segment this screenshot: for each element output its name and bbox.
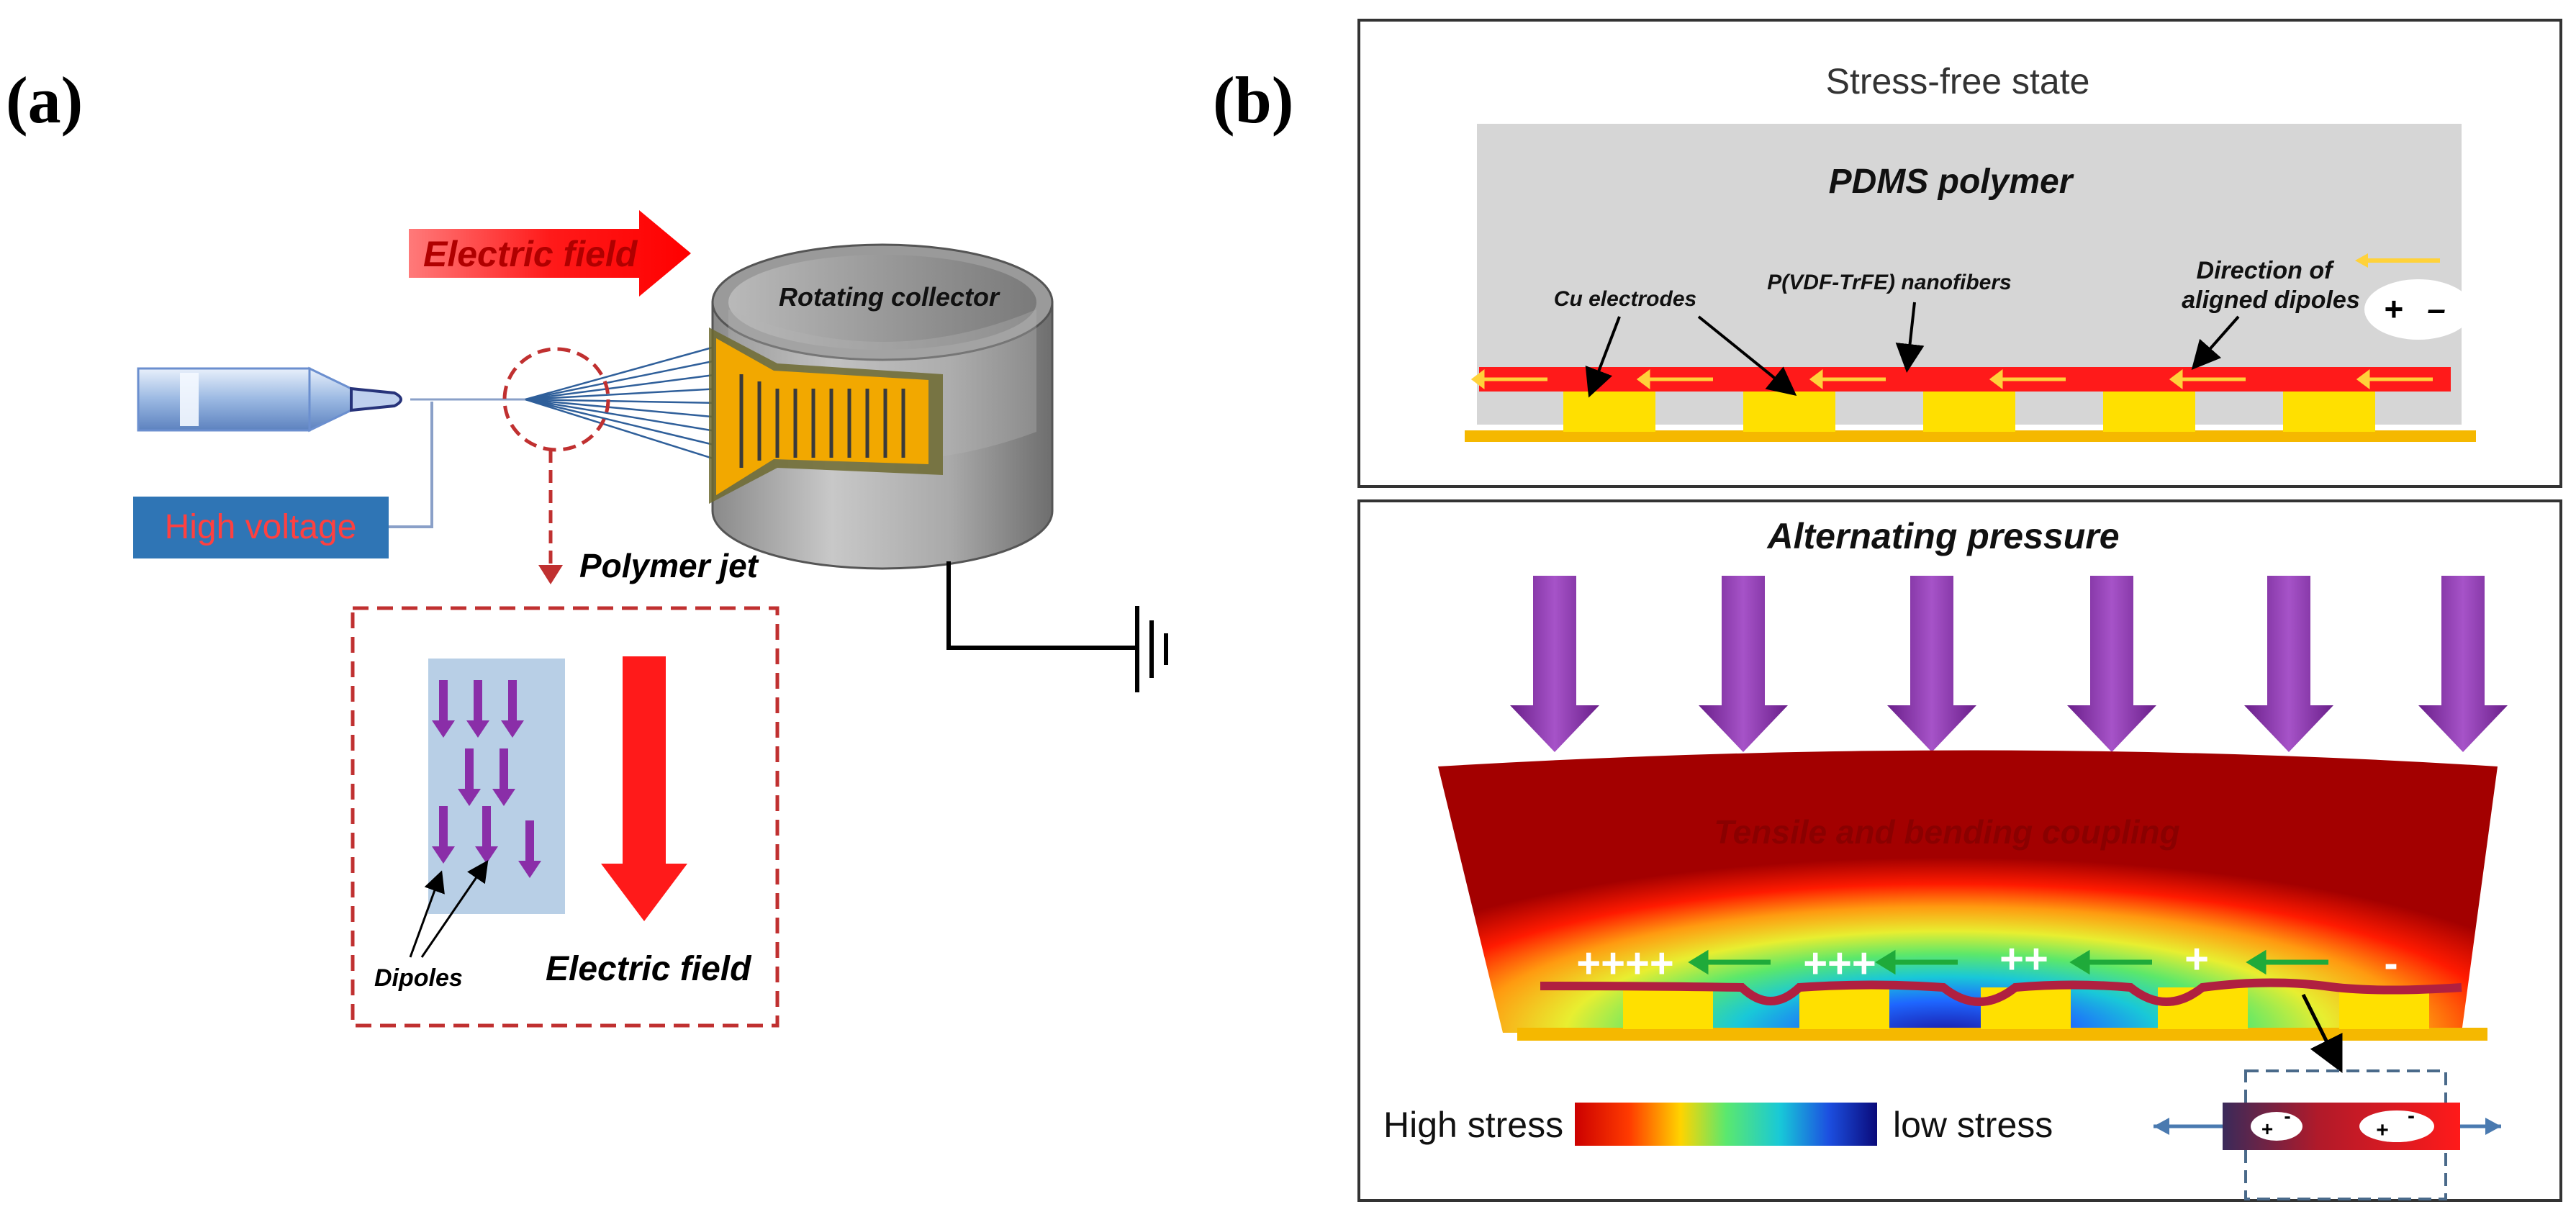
dipole-inset-box (351, 606, 779, 1028)
polymer-jet-fibers (525, 344, 720, 462)
dipole-direction-indicator: + – (2355, 253, 2472, 340)
dipole-arrow (432, 806, 455, 864)
electric-field-inset-label: Electric field (546, 950, 752, 988)
charge-label-1: ++++ (1576, 940, 1673, 987)
high-stress-label: High stress (1383, 1105, 1563, 1145)
nanofiber-bottom (1540, 978, 2462, 1006)
alternating-pressure-label: Alternating pressure (1766, 516, 2119, 556)
charge-label-2: +++ (1803, 940, 1876, 987)
dipole-arrow (432, 680, 455, 738)
dipole-arrow (492, 748, 515, 806)
fiber-segment (428, 659, 565, 914)
electrodes-bottom (1623, 987, 2429, 1029)
dipole-arrow (518, 820, 541, 878)
substrate-top (1465, 430, 2476, 442)
dipole-arrows (432, 680, 541, 878)
dipole-plus: + (2384, 290, 2403, 327)
charge-label-3: ++ (1999, 936, 2048, 982)
stress-free-title: Stress-free state (1826, 61, 2090, 101)
inset-minus-1: - (2284, 1105, 2290, 1127)
dipoles-label: Dipoles (374, 964, 463, 992)
inset-minus-2: - (2408, 1104, 2415, 1128)
jet-highlight-circle (502, 347, 610, 452)
nanofibers-label: P(VDF-TrFE) nanofibers (1767, 271, 2011, 294)
ground-wire (946, 561, 1137, 650)
nanofiber-top (1479, 367, 2451, 392)
dipole-ellipse (2364, 279, 2472, 340)
charge-label-4: + (2184, 936, 2209, 982)
stress-colorbar (1575, 1103, 1877, 1146)
hv-wire (389, 402, 433, 528)
polymer-jet-label: Polymer jet (579, 547, 759, 584)
ground-icon (1135, 606, 1168, 692)
rotating-collector: Rotating collector (709, 243, 1054, 570)
high-voltage-box: High voltage (133, 497, 389, 558)
dipole-arrow (501, 680, 524, 738)
high-voltage-label: High voltage (165, 508, 357, 546)
green-dipole-arrows (1688, 949, 2328, 975)
charge-labels: ++++ +++ ++ + - (1576, 936, 2398, 987)
direction-label-2: aligned dipoles (2182, 286, 2359, 314)
inset-plus-2: + (2376, 1118, 2389, 1142)
panel-b-label: (b) (1213, 63, 1293, 137)
electric-field-top-label: Electric field (423, 234, 638, 274)
inset-plus-1: + (2261, 1118, 2273, 1140)
electric-field-inset-arrow (601, 656, 687, 921)
tensile-bending-label: Tensile and bending coupling (1714, 813, 2179, 851)
pdms-label: PDMS polymer (1829, 163, 2074, 201)
pressure-arrows (1510, 576, 2508, 752)
rotating-collector-label: Rotating collector (779, 282, 1000, 312)
panel-a-label: (a) (6, 63, 83, 137)
dipole-minus: – (2427, 290, 2446, 327)
dipole-arrow (458, 748, 481, 806)
dipole-arrow (475, 806, 498, 864)
syringe-icon (137, 366, 402, 433)
dipole-arrows-top (1470, 369, 2433, 389)
direction-label-1: Direction of (2197, 257, 2336, 284)
cu-electrodes-label: Cu electrodes (1554, 287, 1696, 311)
electric-field-arrow-top: Electric field (409, 210, 691, 297)
low-stress-label: low stress (1893, 1105, 2053, 1145)
charge-label-5: - (2384, 940, 2398, 987)
inset-pointer (2301, 993, 2343, 1073)
substrate-bottom (1517, 1028, 2487, 1041)
dipole-arrow (466, 680, 489, 738)
